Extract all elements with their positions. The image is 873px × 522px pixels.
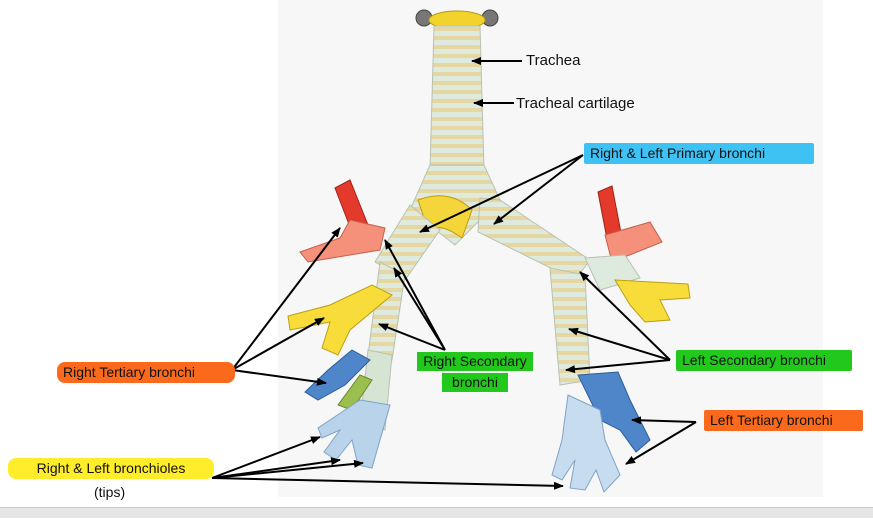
clamp (415, 9, 499, 30)
right-yellow-segment (287, 284, 393, 356)
left-salmon-segment (604, 221, 663, 263)
arrow-left-tertiary-2 (625, 421, 697, 465)
arrow-bronchioles-4 (211, 477, 564, 490)
label-right-secondary-line1: Right Secondary (417, 352, 533, 371)
label-left-tertiary: Left Tertiary bronchi (704, 410, 863, 431)
arrow-right-secondary-3 (378, 323, 446, 351)
pointer-arrows (211, 57, 697, 490)
label-trachea: Trachea (526, 52, 581, 69)
arrow-primary-left (493, 154, 584, 225)
arrow-primary-right (419, 154, 584, 233)
label-right-secondary: Right Secondary bronchi (405, 352, 545, 392)
arrow-right-tertiary-1 (231, 227, 341, 371)
label-left-secondary: Left Secondary bronchi (676, 350, 852, 371)
label-bronchioles: Right & Left bronchioles (8, 458, 214, 479)
left-yellow-segment (614, 279, 691, 323)
arrow-left-secondary-2 (568, 327, 671, 361)
left-primary-bronchus (477, 197, 591, 281)
arrow-bronchioles-3 (211, 459, 364, 479)
arrow-left-secondary-1 (579, 271, 671, 361)
label-bronchioles-note: (tips) (94, 484, 126, 500)
bottom-scroll-strip (0, 507, 873, 518)
arrow-right-secondary-1 (384, 239, 446, 351)
trachea-tube (429, 25, 485, 171)
label-tracheal-cartilage: Tracheal cartilage (516, 95, 635, 112)
label-right-tertiary: Right Tertiary bronchi (57, 362, 235, 383)
arrow-left-tertiary-1 (631, 416, 697, 425)
arrow-left-secondary-3 (565, 359, 671, 374)
left-blue-segment (577, 371, 651, 453)
arrow-right-secondary-2 (393, 267, 446, 351)
right-blue-segment (304, 349, 371, 401)
label-primary-bronchi: Right & Left Primary bronchi (584, 143, 814, 164)
arrow-right-tertiary-3 (231, 369, 327, 386)
arrow-bronchioles-1 (211, 436, 321, 479)
label-right-secondary-line2: bronchi (442, 373, 508, 392)
arrow-right-tertiary-2 (231, 317, 325, 371)
left-pale-blue-tips (551, 394, 621, 493)
